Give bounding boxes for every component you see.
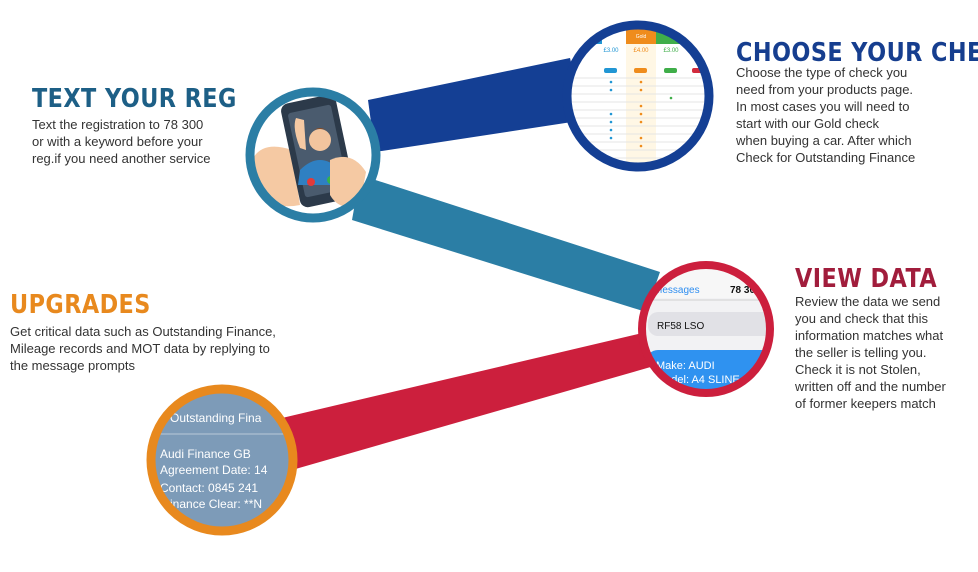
connector-blue [368,58,585,152]
view-data-title: VIEW DATA [795,264,938,294]
person-face-icon [309,129,331,151]
reply-line-1: Make: AUDI [656,360,715,372]
choose-check-description: Choose the type of check you need from y… [736,65,916,165]
connector-teal [352,175,660,312]
finance-line-3: Agreement Date: 14 [160,463,268,477]
circle-text-reg [245,87,381,223]
choose-check-title: CHOOSE YOUR CHECK [736,38,978,68]
view-data-description: Review the data we send you and check th… [795,294,946,411]
circle-choose-check: Gold £3.00 £4.00 £3.00 [562,20,714,172]
select-plus-button[interactable] [664,68,677,73]
finance-line-2: Audi Finance GB [160,447,251,461]
end-call-icon [307,178,315,186]
circle-upgrades: Outstanding Fina Audi Finance GB Agreeme… [146,384,298,536]
select-basic-button[interactable] [604,68,617,73]
price-basic: £3.00 [603,48,619,54]
connector-red [282,330,668,470]
messages-back-link[interactable]: Messages [654,285,700,296]
upgrades-description: Get critical data such as Outstanding Fi… [10,324,276,373]
finance-line-4: Contact: 0845 241 [160,481,258,495]
price-gold: £4.00 [633,48,649,54]
price-plus: £3.00 [663,48,679,54]
text-reg-title: TEXT YOUR REG [32,84,237,114]
text-reg-description: Text the registration to 78 300 or with … [32,117,211,166]
upgrades-title: UPGRADES [10,290,151,320]
finance-line-5: inance Clear: **N [170,497,262,511]
sent-message: RF58 LSO [657,321,704,332]
finance-line-1: Outstanding Fina [170,411,262,425]
select-gold-button[interactable] [634,68,647,73]
circle-view-data: Messages 78 300 RF58 LSO Make: AUDI Mode… [638,261,774,397]
gold-header: Gold [636,34,647,40]
sender-number: 78 300 [730,285,761,296]
